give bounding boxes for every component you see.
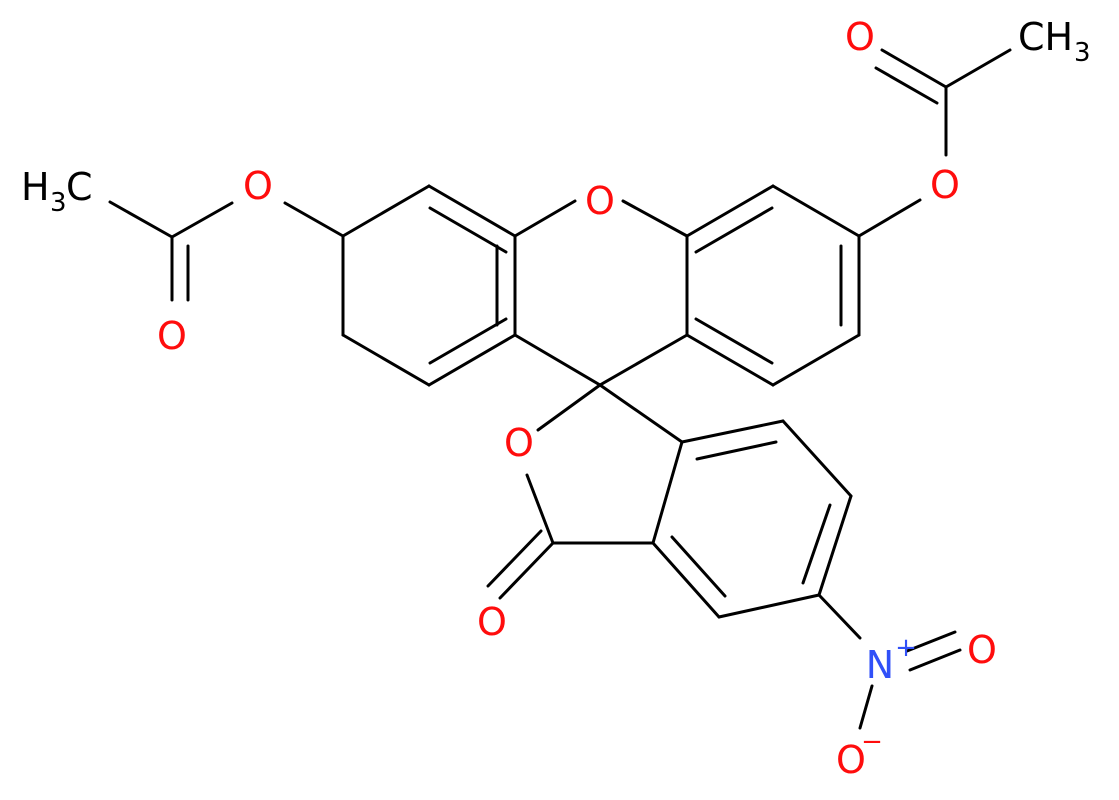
- nitro-oxygen-single-label: O: [836, 738, 866, 782]
- ring-oxygen-label: O: [585, 179, 615, 223]
- bond: [817, 494, 853, 597]
- bond: [781, 419, 853, 498]
- left-methyl-subscript: 3: [50, 188, 67, 218]
- left-methyl-h-label: H: [21, 165, 50, 209]
- bond: [341, 333, 431, 387]
- bond: [536, 383, 602, 432]
- bond: [341, 184, 431, 238]
- bond: [857, 198, 922, 238]
- bond: [670, 535, 727, 598]
- bond: [621, 199, 689, 238]
- bond: [908, 648, 962, 672]
- atom-labels: O O O O O O O O O − N + H 3 C CH 3: [21, 15, 1091, 782]
- lactone-ring-oxygen-label: O: [504, 421, 534, 465]
- bond: [801, 503, 832, 585]
- bond: [817, 593, 862, 640]
- bond: [771, 333, 861, 387]
- bond: [651, 541, 721, 619]
- oxygen-charge-label: −: [861, 727, 883, 757]
- bond: [880, 48, 948, 89]
- bond: [428, 317, 508, 365]
- bond: [513, 333, 602, 387]
- bond: [498, 541, 555, 600]
- bond: [685, 333, 775, 387]
- bond: [717, 593, 821, 619]
- right-methyl-subscript: 3: [1074, 38, 1091, 68]
- right-methyl-ch-label: CH: [1018, 15, 1073, 59]
- bond: [513, 199, 577, 238]
- bond: [694, 206, 774, 254]
- bond: [694, 317, 774, 365]
- bond: [486, 529, 543, 588]
- nitrogen-label: N: [866, 643, 894, 687]
- right-carbonyl-oxygen-label: O: [845, 15, 875, 59]
- bond: [598, 333, 689, 387]
- left-ester-oxygen-label: O: [243, 164, 273, 208]
- right-ester-oxygen-label: O: [930, 163, 960, 207]
- bond: [905, 630, 957, 653]
- bond: [695, 440, 778, 461]
- bond: [771, 184, 861, 238]
- bond: [283, 201, 345, 238]
- bond: [525, 473, 555, 545]
- bond: [428, 206, 508, 254]
- lactone-carbonyl-oxygen-label: O: [477, 600, 507, 644]
- bond: [427, 333, 517, 387]
- bond: [108, 200, 174, 239]
- bond: [944, 48, 1012, 89]
- bond: [170, 201, 234, 239]
- bond: [685, 184, 775, 238]
- nitrogen-charge-label: +: [895, 633, 917, 663]
- left-methyl-c-label: C: [66, 165, 93, 209]
- left-carbonyl-oxygen-label: O: [157, 314, 187, 358]
- bonds: [108, 48, 1012, 730]
- bond: [858, 684, 874, 730]
- bond: [651, 440, 684, 545]
- nitro-oxygen-double-label: O: [967, 628, 997, 672]
- bond: [598, 383, 684, 444]
- bond: [680, 419, 785, 444]
- bond: [427, 184, 517, 238]
- bond: [874, 66, 939, 105]
